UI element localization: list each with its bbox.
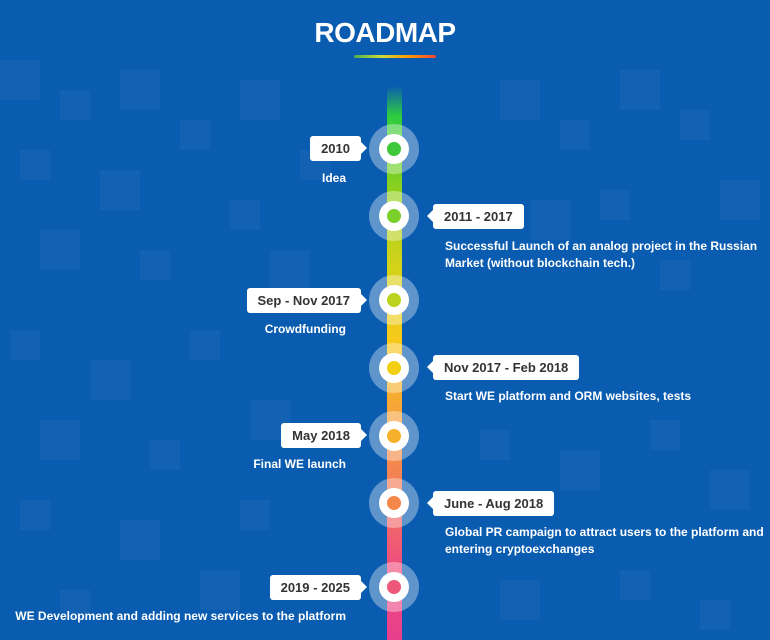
description-idea: Idea: [321, 171, 346, 185]
background-square: [680, 110, 710, 140]
background-square: [530, 200, 570, 240]
description-pr-campaign: Global PR campaign to attract users to t…: [445, 525, 764, 556]
timeline-dot: [387, 496, 401, 510]
background-square: [700, 600, 730, 630]
timeline-node-sep-nov-2017: [369, 275, 419, 325]
timeline-dot: [387, 580, 401, 594]
background-square: [20, 500, 50, 530]
description-crowdfunding: Crowdfunding: [264, 322, 346, 336]
background-square: [500, 580, 540, 620]
timeline-dot: [387, 361, 401, 375]
date-tag-may-2018: May 2018: [281, 423, 367, 448]
date-tag-june-aug-2018: June - Aug 2018: [426, 491, 555, 516]
background-square: [600, 190, 630, 220]
background-square: [240, 80, 280, 120]
background-square: [620, 70, 660, 110]
background-square: [720, 180, 760, 220]
description-analog-launch: Successful Launch of an analog project i…: [445, 239, 758, 270]
timeline-node-2019-2025: [369, 562, 419, 612]
title-underline: [354, 55, 436, 58]
date-tag-2011-2017: 2011 - 2017: [427, 204, 524, 229]
timeline-node-may-2018: [369, 411, 419, 461]
timeline-node-2011-2017: [369, 191, 419, 241]
description-we-development: WE Development and adding new services t…: [15, 609, 346, 623]
timeline-node-june-aug-2018: [369, 478, 419, 528]
timeline-node-nov-2017-feb-2018: [369, 343, 419, 393]
background-square: [200, 570, 240, 610]
background-square: [500, 80, 540, 120]
description-start-platform: Start WE platform and ORM websites, test…: [445, 389, 692, 403]
page-title: ROADMAP: [314, 17, 456, 48]
background-square: [0, 60, 40, 100]
background-square: [140, 250, 170, 280]
timeline-dot: [387, 142, 401, 156]
description-final-launch: Final WE launch: [253, 457, 346, 471]
background-square: [560, 450, 600, 490]
background-square: [120, 520, 160, 560]
background-square: [40, 420, 80, 460]
timeline-dot: [387, 293, 401, 307]
background-square: [120, 70, 160, 110]
background-square: [620, 570, 650, 600]
background-square: [180, 120, 210, 150]
background-square: [710, 470, 750, 510]
date-tag-2019-2025: 2019 - 2025: [269, 575, 368, 600]
timeline-node-2010: [369, 124, 419, 174]
background-square: [230, 200, 260, 230]
timeline-dot: [387, 429, 401, 443]
date-tag-nov-2017-feb-2018: Nov 2017 - Feb 2018: [426, 355, 580, 380]
background-square: [560, 120, 590, 150]
timeline-dot: [387, 209, 401, 223]
background-square: [650, 420, 680, 450]
background-square: [270, 250, 310, 290]
date-tag-sep-nov-2017: Sep - Nov 2017: [246, 288, 367, 313]
background-square: [240, 500, 270, 530]
background-square: [90, 360, 130, 400]
date-tag-2010: 2010: [310, 136, 367, 161]
background-square: [40, 230, 80, 270]
background-square: [480, 430, 510, 460]
background-square: [60, 90, 90, 120]
